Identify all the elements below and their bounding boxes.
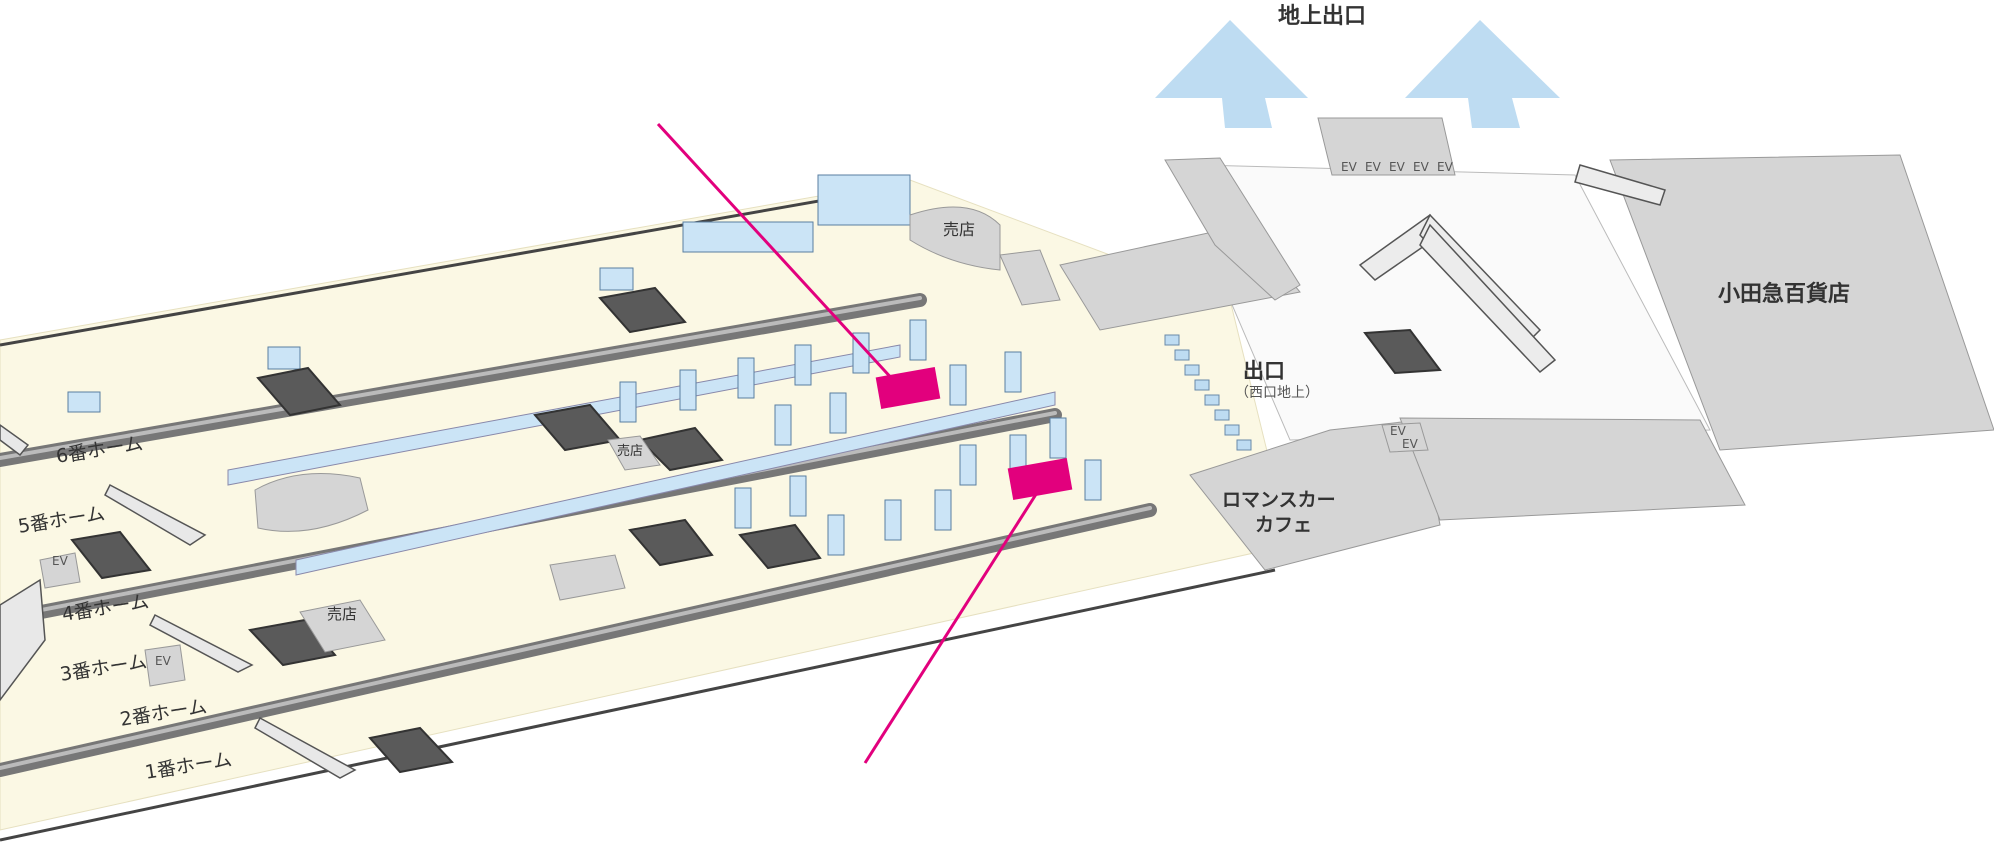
- camera-icon[interactable]: [1007, 458, 1073, 500]
- camera-markers[interactable]: [875, 367, 1073, 500]
- stairs-icon: [368, 726, 454, 774]
- ev-label: EV: [1402, 437, 1418, 451]
- cafe-label: ロマンスカー: [1222, 489, 1336, 511]
- concourse-floor: [0, 179, 1291, 831]
- ev-label: EV: [155, 654, 171, 668]
- stairs-icon: [637, 426, 724, 472]
- kiosk-label: 売店: [327, 605, 358, 623]
- escalator-icon: [0, 424, 30, 457]
- kiosk-label: 売店: [617, 444, 644, 459]
- ev-block: [1381, 422, 1429, 453]
- block: [549, 554, 626, 601]
- track-highlight: [0, 296, 922, 460]
- plaza-escalators: [1358, 164, 1666, 374]
- stairs-icon: [1363, 328, 1442, 375]
- stall-block: [999, 249, 1061, 306]
- stairs-icon: [628, 518, 714, 567]
- exit-arrow-icon: [1405, 20, 1560, 128]
- ev-label: EV: [1341, 160, 1357, 174]
- camera-sightlines: [656, 122, 1042, 764]
- track-highlight: [0, 506, 1152, 770]
- ground-exit-arrows: [1155, 20, 1560, 128]
- exit-sub-label: （西口地上）: [1235, 385, 1319, 401]
- ev-label: EV: [1389, 160, 1405, 174]
- kiosk-block: [607, 435, 661, 471]
- escalator-icon: [254, 716, 357, 779]
- escalators: [0, 424, 357, 779]
- sightline: [863, 487, 1042, 764]
- glass-panels: [619, 319, 1102, 556]
- ev-bank: [1317, 117, 1456, 176]
- escalator-icon: [1574, 164, 1666, 206]
- ev-label: EV: [1413, 160, 1429, 174]
- department-store: [1609, 154, 1994, 451]
- floor-edge: [0, 183, 911, 347]
- department-store-label: 小田急百貨店: [1718, 282, 1851, 307]
- exit-steps: [1164, 334, 1252, 451]
- escalator-icon: [0, 578, 46, 702]
- round-block: [254, 473, 369, 532]
- escalator-icon: [104, 483, 207, 546]
- ev-block: [144, 644, 186, 687]
- ev-label: EV: [1365, 160, 1381, 174]
- exit-label: 出口: [1243, 359, 1285, 383]
- windows: [67, 174, 911, 413]
- escalator-icon: [149, 613, 254, 673]
- ev-label: EV: [1437, 160, 1453, 174]
- floor-edge: [0, 568, 1276, 842]
- kiosk-block: [909, 206, 1001, 271]
- ev-label: EV: [52, 554, 68, 568]
- kiosk-label: 売店: [943, 220, 976, 239]
- sightline: [656, 122, 897, 384]
- structures: [39, 117, 1994, 687]
- ev-block: [39, 552, 81, 589]
- escalator-icon: [1419, 223, 1557, 374]
- stairs-icon: [738, 523, 822, 570]
- ev-label: EV: [1390, 424, 1406, 438]
- camera-icon[interactable]: [875, 367, 941, 409]
- ground-exit-label: 地上出口: [1278, 4, 1367, 29]
- exit-wall: [1164, 157, 1301, 301]
- exit-arrow-icon: [1155, 20, 1308, 128]
- kiosk-block: [299, 599, 386, 653]
- stairs-icon: [256, 366, 342, 417]
- concourse-block: [1399, 417, 1746, 521]
- cafe-label: カフェ: [1255, 514, 1313, 536]
- platform-screen: [295, 391, 1056, 576]
- stairs-icon: [70, 530, 152, 580]
- stairs-icon: [598, 286, 687, 334]
